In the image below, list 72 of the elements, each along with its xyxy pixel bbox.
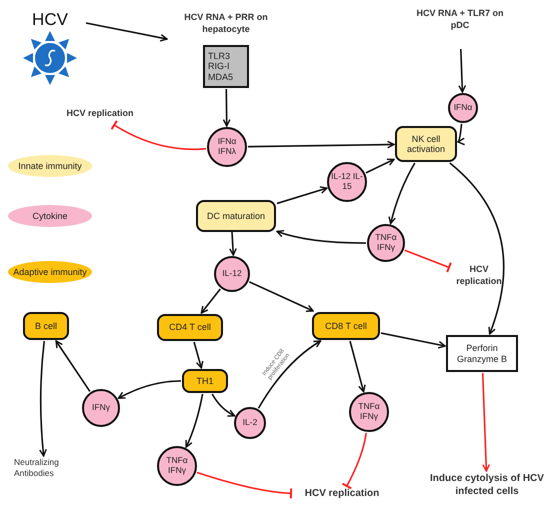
node-label: TLR3 RIG-I MDA5 [208,50,234,82]
arrow [222,88,231,127]
arrow [39,340,47,457]
annotation-text: HCV RNA + TLR7 on pDC [410,8,510,32]
arrow [193,342,204,369]
node-label: TNFα IFNγ [165,456,189,476]
arrow [248,281,314,312]
cytokine-circle [82,389,120,427]
node-label: IFNα [454,103,472,113]
annotation-text: Neutralizing Antibodies [14,457,76,480]
virus-label: HCV [32,10,68,30]
cytokine-circle [207,127,247,167]
arrow [276,230,366,244]
arrow [457,124,466,143]
node-label: IFNγ [92,403,110,413]
arrow [366,158,395,174]
node-label: NK cell activation [406,134,446,154]
arrow [388,162,416,224]
node-label: DC maturation [206,210,266,222]
node-label: IL-2 [242,418,258,428]
cytokine-circle [157,446,197,486]
node-label: TNFα IFNγ [357,402,381,422]
arrow [229,232,237,256]
node-label: IL-12 [222,269,242,279]
process-box [395,126,457,162]
inhibition-line [404,249,452,274]
arrow [55,340,91,392]
arrow [449,162,505,335]
node-label: IL-12 IL-15 [331,172,363,192]
legend-label: Cytokine [32,211,68,221]
node-label: CD8 T cell [325,320,367,332]
process-box [182,369,228,393]
annotation-text: HCV replication [450,264,508,288]
arrow [248,140,395,148]
cytokine-circle [367,224,405,262]
annotation-text: HCV replication [50,108,150,120]
node-label: TH1 [196,376,214,386]
annotation-text: Induce cytolysis of HCV infected cells [428,472,546,498]
arrow [200,288,221,314]
legend-label: Innate immunity [18,161,82,171]
process-box [23,312,69,340]
cytokine-circle [349,392,389,432]
inhibition-line [110,120,206,150]
cytokine-circle [214,256,250,292]
receptor-box [203,45,249,88]
node-label: B cell [34,320,57,332]
arrow [458,48,466,93]
arrow [349,340,366,392]
annotation-text: HCV RNA + PRR on hepatocyte [168,12,284,36]
output-box [446,335,518,372]
cytokine-circle [327,162,367,202]
arrow [380,332,446,349]
inhibition-line [341,432,367,490]
arrow [258,340,322,409]
arrow [276,186,328,204]
annotation-text: HCV replication [292,487,392,500]
process-box [157,314,223,341]
node-label: CD4 T cell [169,322,211,333]
process-box [196,200,276,232]
cytokine-circle [234,407,266,439]
arrow [118,380,182,399]
arrow [185,394,204,448]
arrow [212,394,236,417]
inhibition-line [196,472,292,500]
node-label: Perforin Granzyme B [456,343,508,364]
process-box [312,312,380,340]
node-label: IFNα IFNλ [216,137,238,157]
arrow [482,372,490,472]
legend-label: Adaptive immunity [13,267,87,277]
cytokine-circle [448,93,478,123]
node-label: TNFα IFNγ [374,233,398,253]
arrow [86,22,168,42]
